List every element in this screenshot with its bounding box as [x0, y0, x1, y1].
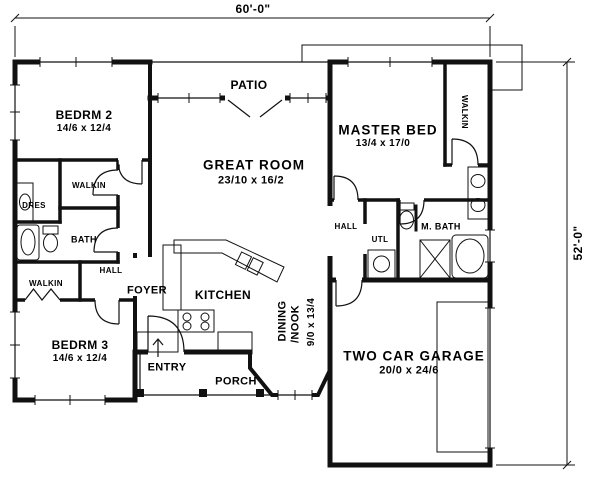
room-label-garage: TWO CAR GARAGE	[343, 348, 485, 364]
room-size-bedrm3: 14/6 x 12/4	[52, 353, 108, 364]
room-label-hall1: HALL	[99, 266, 123, 275]
mbath-toilet-bowl	[399, 210, 414, 230]
mbath-sink-1	[470, 174, 486, 188]
room-label-master-walkin: WALKIN	[460, 95, 469, 129]
room-label-master-bath: M. BATH	[421, 221, 461, 232]
dres-vanity	[16, 182, 34, 223]
dim-height-label: 52'-0"	[571, 225, 585, 261]
room-label-walkin3: WALKIN	[29, 279, 63, 288]
burner	[200, 312, 210, 322]
kitchen-island	[173, 239, 285, 283]
room-label-nook: /NOOK	[289, 304, 302, 344]
door-bedrm2	[117, 159, 143, 185]
tub-fixture	[16, 224, 40, 261]
washer-fixture	[367, 249, 396, 279]
room-label-bedrm2: BEDRM 2	[55, 108, 113, 122]
windows	[10, 57, 495, 449]
room-size-great-room: 23/10 x 16/2	[218, 174, 284, 187]
washer-door	[373, 255, 390, 273]
entry-arrow-icon	[152, 338, 164, 357]
room-size-master-bed: 13/4 x 17/0	[355, 138, 411, 149]
shower-fixture	[419, 239, 451, 279]
door-master-walkin	[451, 138, 479, 166]
room-label-utl: UTL	[371, 235, 389, 244]
porch-posts	[136, 389, 264, 397]
mbath-tub-basin	[455, 238, 485, 274]
room-label-patio: PATIO	[230, 78, 268, 92]
shower-cross	[419, 239, 451, 279]
dres-sink	[19, 193, 31, 211]
mbath-toilet-tank	[398, 202, 415, 211]
doors	[24, 99, 479, 357]
tub-basin	[20, 228, 36, 256]
door-bedrm3	[94, 299, 120, 325]
mbath-sink-2	[470, 198, 486, 212]
room-label-walkin1: WALKIN	[72, 181, 106, 190]
burner	[182, 312, 192, 322]
stove-fixture	[177, 309, 215, 333]
room-label-entry: ENTRY	[147, 361, 187, 374]
room-label-hall2: HALL	[334, 222, 358, 231]
room-size-dining: 9/0 x 13/4	[306, 297, 317, 347]
room-label-bath: BATH	[71, 234, 97, 245]
wall-openings	[25, 93, 478, 357]
kitchen-counter-south	[136, 331, 179, 353]
room-label-great-room: GREAT ROOM	[203, 157, 305, 173]
toilet-bowl	[43, 233, 58, 253]
room-label-dres: DRES	[22, 201, 46, 210]
garage-parking-area	[436, 301, 489, 453]
room-label-master-bed: MASTER BED	[338, 122, 438, 138]
door-walkin3-bifold	[24, 288, 61, 301]
room-size-bedrm2: 14/6 x 12/4	[56, 123, 112, 134]
door-walkin1	[92, 169, 119, 196]
fixtures	[16, 166, 491, 453]
room-label-bedrm3: BEDRM 3	[51, 338, 109, 352]
kitchen-sink	[234, 251, 264, 276]
room-label-foyer: FOYER	[127, 284, 167, 297]
door-bath	[93, 227, 119, 253]
room-size-garage: 20/0 x 24/6	[379, 364, 439, 377]
fridge-fixture	[217, 331, 253, 353]
burner	[200, 321, 210, 331]
mbath-vanity	[467, 166, 491, 220]
roof-outline	[301, 44, 523, 91]
door-master-bed	[333, 175, 359, 201]
dim-width-label: 60'-0"	[235, 2, 271, 16]
burner	[182, 321, 192, 331]
dimension-lines	[10, 13, 575, 470]
room-label-kitchen: KITCHEN	[194, 288, 252, 302]
kitchen-counter-west	[162, 244, 182, 311]
room-label-porch: PORCH	[215, 375, 257, 388]
toilet-tank	[42, 225, 59, 235]
mbath-tub-fixture	[451, 234, 489, 279]
room-label-dining: DINING	[276, 300, 289, 342]
door-garage	[335, 279, 363, 307]
door-patio-french	[227, 99, 283, 118]
interior-walls	[13, 60, 493, 354]
door-entry	[147, 315, 185, 353]
bay-walls	[248, 350, 333, 397]
